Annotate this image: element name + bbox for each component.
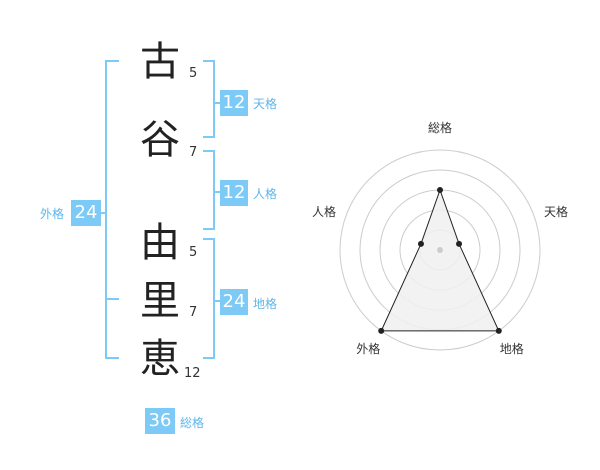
radar-point-2 bbox=[495, 327, 502, 334]
jinkaku-badge: 12 bbox=[220, 180, 248, 206]
stroke-count-1: 5 bbox=[189, 66, 198, 81]
radar-axis-label-1: 天格 bbox=[544, 205, 569, 220]
radar-axis-label-2: 地格 bbox=[499, 341, 524, 356]
name-char-5: 恵 bbox=[140, 336, 180, 382]
gaikaku-label: 外格 bbox=[40, 207, 65, 221]
name-char-3: 由 bbox=[140, 220, 180, 266]
radar-polygon bbox=[380, 188, 500, 332]
stroke-count-2: 7 bbox=[189, 145, 198, 160]
chikaku-badge: 24 bbox=[220, 289, 248, 315]
radar-axis-label-0: 総格 bbox=[427, 121, 453, 135]
radar-grid-ring bbox=[339, 149, 541, 351]
name-char-4: 里 bbox=[140, 278, 180, 324]
soukaku-label: 総格 bbox=[180, 416, 205, 430]
stroke-count-3: 5 bbox=[189, 245, 198, 260]
radar-center-dot bbox=[437, 247, 443, 253]
name-char-1: 古 bbox=[140, 39, 180, 85]
tenkaku-label: 天格 bbox=[253, 97, 278, 111]
soukaku-badge: 36 bbox=[145, 408, 175, 434]
radar-point-4 bbox=[417, 240, 424, 247]
radar-axis-label-4: 人格 bbox=[311, 205, 336, 220]
radar-axis-label-3: 外格 bbox=[356, 341, 381, 356]
radar-point-0 bbox=[437, 187, 443, 193]
chikaku-label: 地格 bbox=[253, 297, 278, 311]
gaikaku-badge: 24 bbox=[71, 200, 101, 226]
radar-point-3 bbox=[378, 327, 385, 334]
stroke-count-4: 7 bbox=[189, 305, 198, 320]
radar-point-1 bbox=[456, 240, 463, 247]
jinkaku-label: 人格 bbox=[253, 187, 278, 201]
tenkaku-badge: 12 bbox=[220, 90, 248, 116]
stroke-count-5: 12 bbox=[184, 366, 201, 381]
name-char-2: 谷 bbox=[140, 117, 180, 163]
